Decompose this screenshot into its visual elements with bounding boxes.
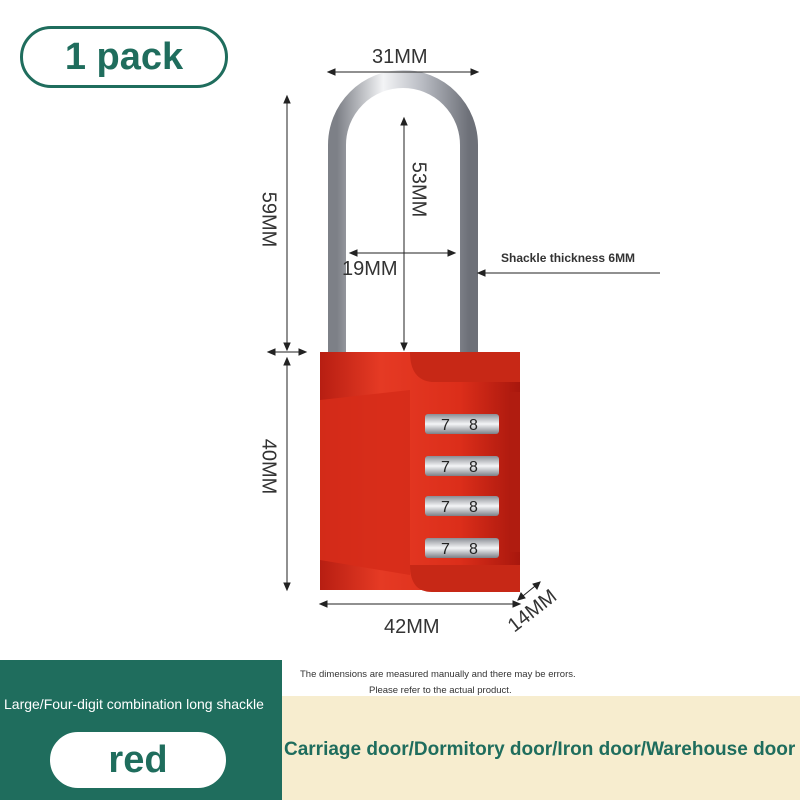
dial-3-digit-7: 7 [441, 499, 450, 516]
dial-3-digit-8: 8 [469, 499, 478, 516]
dim-shackle-width: 31MM [372, 46, 428, 68]
lock-body [320, 352, 520, 592]
dim-inner-width: 19MM [342, 258, 398, 280]
disclaimer-line-1: The dimensions are measured manually and… [300, 669, 576, 680]
dial-3: 7 8 [425, 496, 499, 516]
dim-body-width: 42MM [384, 616, 440, 638]
dial-4-digit-8: 8 [469, 541, 478, 558]
dim-total-shackle-height: 59MM [257, 191, 280, 248]
pack-label: 1 pack [64, 35, 184, 78]
usage-text: Carriage door/Dormitory door/Iron door/W… [284, 739, 800, 760]
color-label: red [108, 738, 168, 781]
dim-body-height: 40MM [257, 438, 280, 495]
disclaimer-line-2: Please refer to the actual product. [369, 685, 512, 696]
dial-2-digit-7: 7 [441, 459, 450, 476]
footer-green-tab [272, 660, 282, 800]
combination-dials: 7 8 7 8 7 8 7 8 [425, 414, 499, 558]
dial-2: 7 8 [425, 456, 499, 476]
dial-4: 7 8 [425, 538, 499, 558]
footer-cream-panel [282, 696, 800, 800]
dial-1-digit-7: 7 [441, 417, 450, 434]
dial-2-digit-8: 8 [469, 459, 478, 476]
dial-1-digit-8: 8 [469, 417, 478, 434]
dimension-lines [266, 68, 660, 608]
pack-badge: 1 pack [20, 26, 228, 88]
color-badge: red [50, 732, 226, 788]
padlock-illustration: 7 8 7 8 7 8 7 8 [266, 68, 660, 608]
dim-shackle-inner-height: 53MM [407, 161, 430, 218]
dial-4-digit-7: 7 [441, 541, 450, 558]
dim-shackle-thickness: Shackle thickness 6MM [501, 251, 636, 265]
product-title: Large/Four-digit combination long shackl… [4, 696, 264, 712]
shackle [328, 70, 478, 360]
dial-1: 7 8 [425, 414, 499, 434]
